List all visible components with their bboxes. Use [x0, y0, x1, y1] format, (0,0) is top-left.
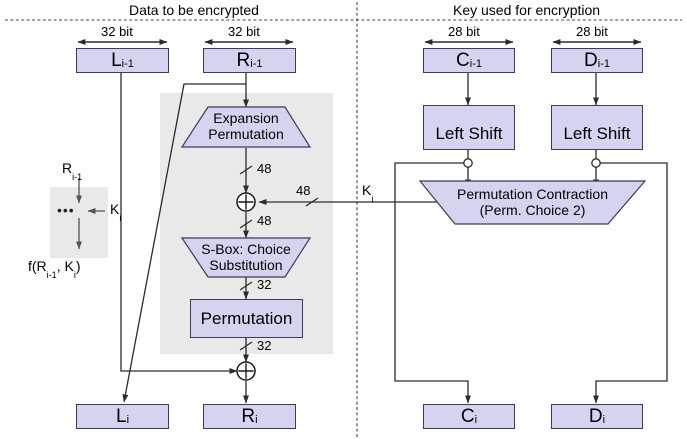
legend-key-base: K: [110, 201, 120, 217]
register-l-out-sub: i: [126, 413, 130, 426]
sbox-shape: [180, 237, 312, 278]
register-l-in-sub: i-1: [121, 57, 134, 70]
register-d-out-sub: i: [602, 413, 606, 426]
junction-circle-c: [463, 158, 473, 168]
legend-output-mid: , K: [56, 258, 74, 274]
wire-label-key-in: 48: [296, 183, 311, 198]
legend-input-label: Ri-1: [62, 160, 83, 182]
left-shift-c-block[interactable]: Left Shift: [423, 105, 515, 150]
legend-input-sub: i-1: [72, 171, 83, 182]
wire-label-sbox-out: 32: [257, 277, 272, 292]
legend-output-sub2: i: [73, 269, 76, 280]
legend-output-label: f(Ri-1, Ki): [28, 258, 81, 280]
register-r-out-label: R: [241, 405, 256, 427]
subkey-label: Ki: [362, 182, 374, 204]
register-c-in-label: C: [456, 49, 470, 71]
wire-label-xor-out: 48: [257, 213, 272, 228]
bitwidth-left-input: 32 bit: [101, 24, 133, 39]
bitwidth-right-input: 32 bit: [228, 24, 260, 39]
register-r-in-label: R: [236, 49, 251, 71]
register-c-out-sub: i: [474, 413, 478, 426]
register-l-out-label: L: [115, 405, 127, 427]
register-d-out-label: D: [588, 405, 603, 427]
section-header-key: Key used for encryption: [453, 2, 601, 18]
register-l-in-label: L: [111, 49, 122, 71]
legend-key-label: Ki: [110, 201, 122, 223]
permutation-label: Permutation: [200, 308, 293, 328]
register-c-out-label: C: [460, 405, 475, 427]
permutation-block[interactable]: Permutation: [190, 299, 303, 338]
legend-output-prefix: f(R: [28, 258, 47, 274]
register-d-in-label: D: [584, 49, 598, 71]
legend-dots: •••: [57, 202, 75, 218]
legend-input-base: R: [62, 160, 73, 176]
legend-output-suffix: ): [75, 258, 81, 274]
permutation-contraction-shape: [418, 180, 647, 225]
left-shift-c-label: Left Shift: [435, 123, 503, 143]
register-c-in-sub: i-1: [469, 57, 482, 70]
legend-key-sub: i: [119, 212, 122, 223]
left-shift-d-block[interactable]: Left Shift: [551, 105, 643, 150]
xor-gate-feistel: [236, 361, 256, 381]
xor-gate-key: [236, 192, 256, 212]
register-d-in-sub: i-1: [597, 57, 610, 70]
wire-label-perm-out: 32: [257, 338, 272, 353]
subkey-sub: i: [371, 193, 374, 204]
left-shift-d-label: Left Shift: [563, 123, 631, 143]
bitwidth-key-left: 28 bit: [448, 24, 480, 39]
register-r-in-sub: i-1: [250, 57, 263, 70]
section-header-data: Data to be encrypted: [129, 2, 259, 18]
register-r-out-sub: i: [255, 413, 258, 426]
junction-circle-d: [591, 158, 601, 168]
bitwidth-key-right: 28 bit: [576, 24, 608, 39]
wire-label-expansion-out: 48: [257, 161, 272, 176]
expansion-permutation-shape: [180, 106, 312, 148]
legend-output-sub1: i-1: [46, 269, 57, 280]
subkey-base: K: [362, 182, 372, 198]
